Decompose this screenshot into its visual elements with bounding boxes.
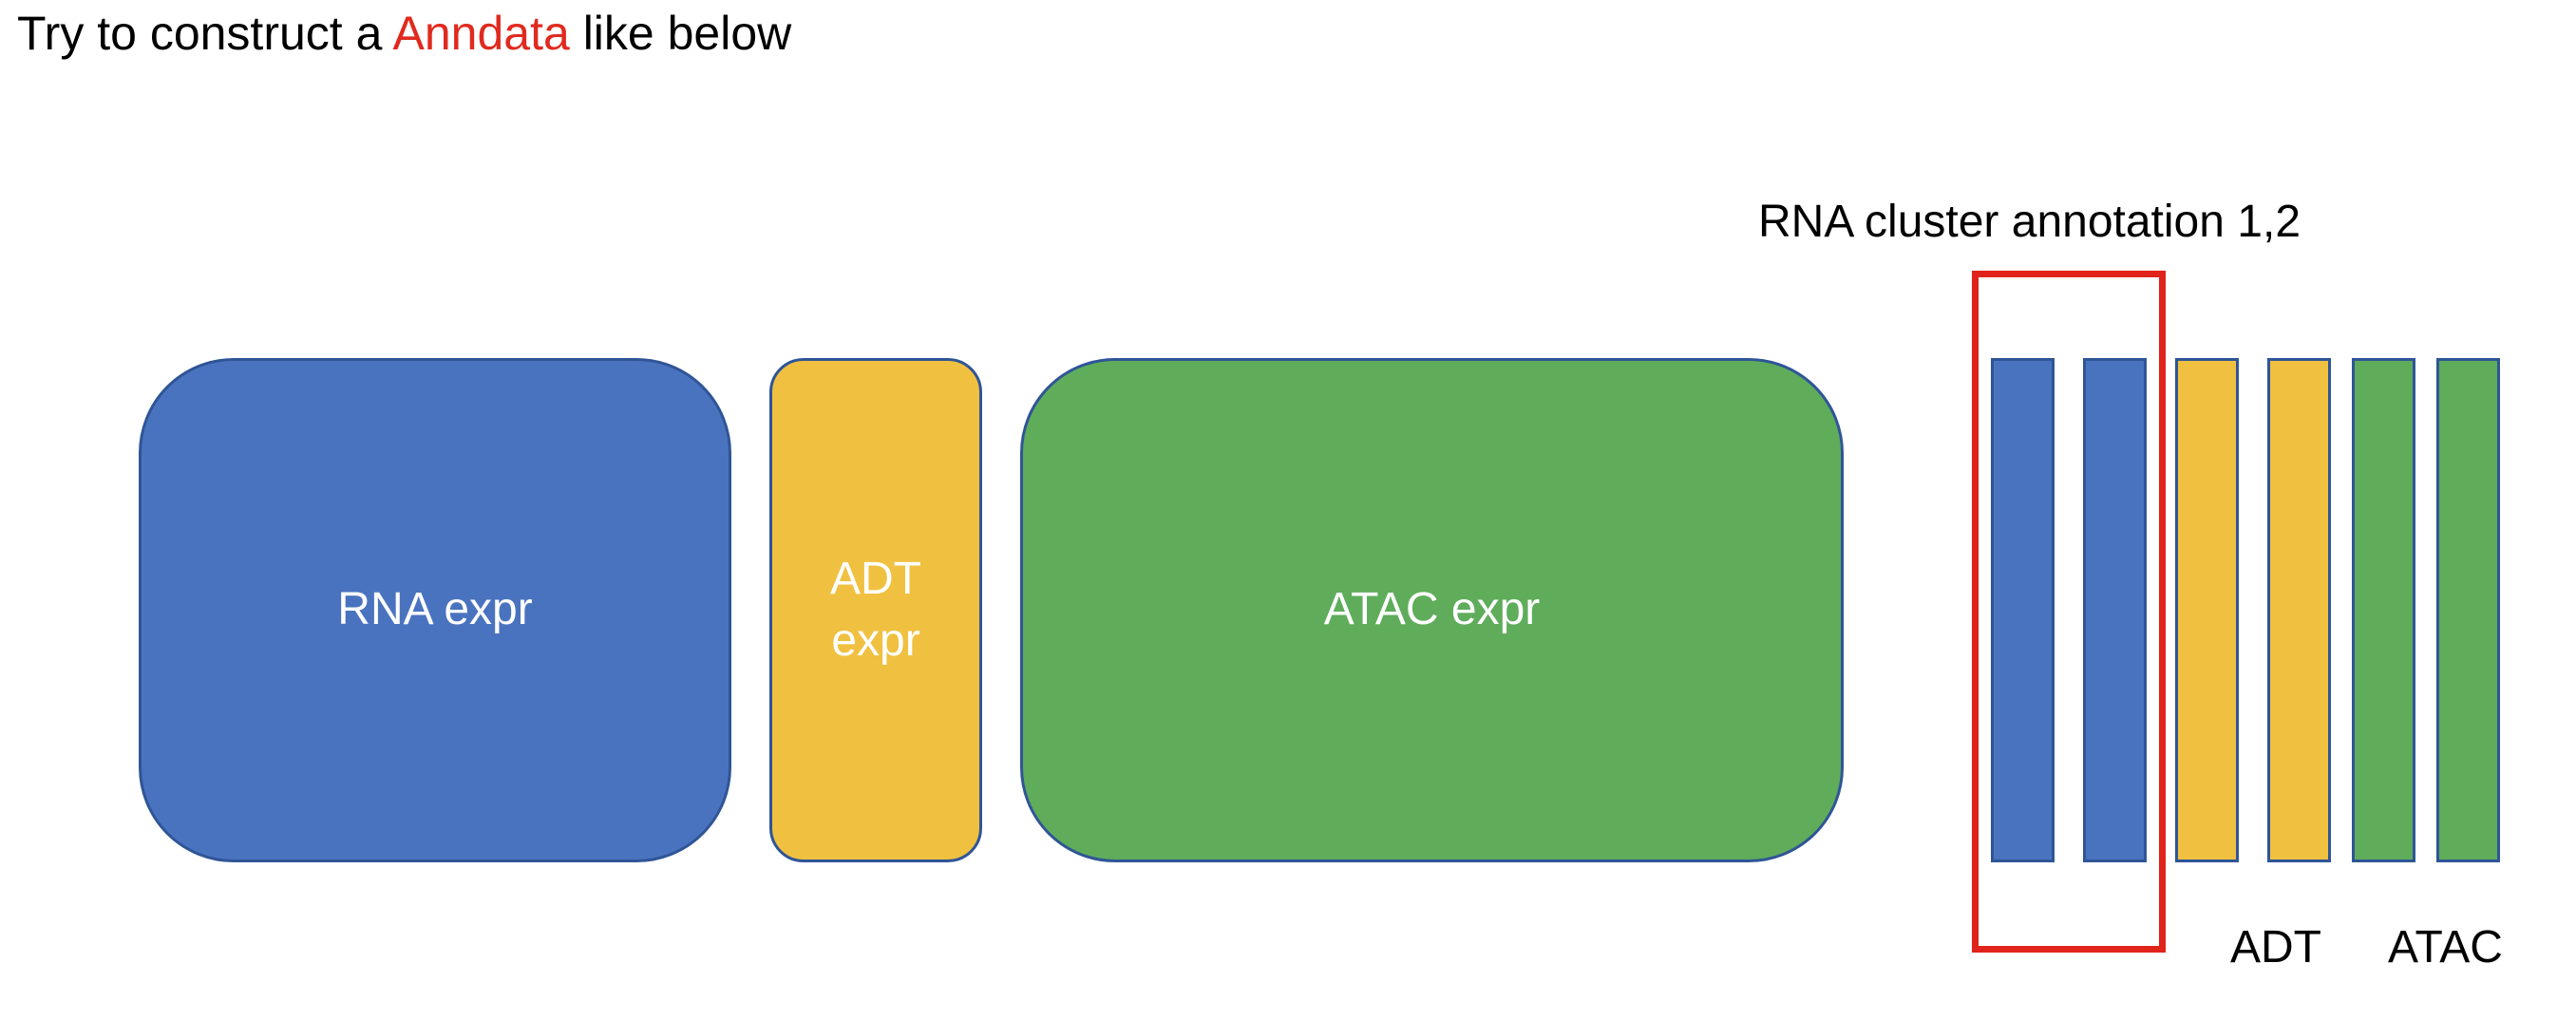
rna-expr-block: RNA expr (139, 358, 731, 862)
rna-annotation-column-1 (1991, 358, 2055, 862)
atac-annotation-column-2 (2436, 358, 2500, 862)
adt-expr-label: ADT expr (830, 553, 921, 666)
atac-expr-label: ATAC expr (1323, 584, 1541, 635)
rna-cluster-annotation-label: RNA cluster annotation 1,2 (1758, 197, 2301, 247)
heading-accent: Anndata (392, 7, 570, 60)
atac-annotation-label: ATAC (2388, 922, 2503, 973)
rna-cluster-highlight-box (1972, 271, 2166, 953)
adt-annotation-label: ADT (2230, 922, 2321, 973)
atac-expr-block: ATAC expr (1020, 358, 1844, 862)
slide-heading: Try to construct a Anndata like below (17, 6, 791, 61)
adt-annotation-column-2 (2267, 358, 2331, 862)
heading-prefix: Try to construct a (17, 7, 393, 60)
rna-annotation-column-2 (2083, 358, 2147, 862)
rna-expr-label: RNA expr (337, 584, 533, 635)
atac-annotation-column-1 (2352, 358, 2415, 862)
adt-annotation-column-1 (2175, 358, 2239, 862)
adt-expr-block: ADT expr (769, 358, 982, 862)
heading-suffix: like below (569, 7, 792, 60)
